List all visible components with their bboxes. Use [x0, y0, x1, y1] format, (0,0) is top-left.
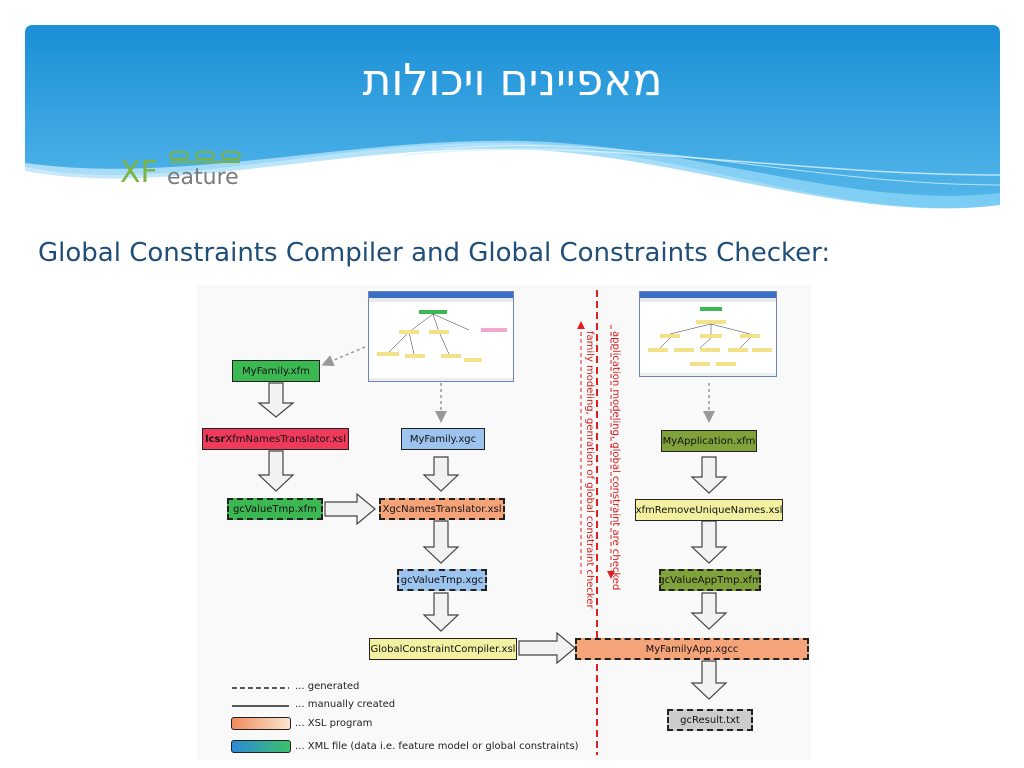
arrow-down-5: [422, 592, 460, 632]
arrow-down-6: [690, 456, 728, 494]
gcvaluetmp-xgc-node: gcValueTmp.xgc: [397, 569, 487, 591]
feature-model-screenshot-left: [368, 291, 514, 382]
myfamilyapp-xgcc-node: MyFamilyApp.xgcc: [575, 638, 809, 660]
title-banner: [25, 25, 1000, 215]
gcresult-node: gcResult.txt: [667, 709, 753, 731]
gcvalueapptmp-node: gcValueAppTmp.xfm: [659, 569, 761, 591]
feature-model-screenshot-right: [639, 291, 777, 377]
arrow-down-7: [690, 520, 728, 564]
myfamily-xgc-node: MyFamily.xgc: [401, 428, 485, 450]
arrow-right-2: [518, 631, 576, 665]
legend-xsl-swatch: [231, 717, 291, 730]
legend-xsl-label: ... XSL program: [295, 718, 373, 729]
slide-subtitle: Global Constraints Compiler and Global C…: [38, 238, 831, 268]
arrow-down-4: [422, 520, 460, 564]
lcsr-prefix: lcsr: [205, 433, 226, 445]
xgcnamestranslator-node: XgcNamesTranslator.xsl: [379, 498, 505, 520]
logo-xf: XF: [120, 155, 158, 188]
legend-generated-label: ... generated: [295, 681, 360, 692]
arrow-down-3: [422, 456, 460, 492]
legend-xml-swatch: [231, 740, 291, 753]
slide-title: מאפיינים ויכולות: [362, 55, 663, 106]
gcvaluetmp-xfm-node: gcValueTmp.xfm: [227, 498, 323, 520]
legend-xml-label: ... XML file (data i.e. feature model or…: [295, 741, 579, 752]
diagram-connectors: [232, 290, 728, 755]
myfamily-xfm-node: MyFamily.xfm: [232, 360, 320, 382]
arrow-down-8: [690, 592, 728, 630]
arrow-down-9: [690, 660, 728, 700]
lcsr-name: XfmNamesTranslator.xsl: [225, 433, 346, 445]
legend-manual-label: ... manually created: [295, 699, 396, 710]
myapplication-xfm-node: MyApplication.xfm: [661, 430, 757, 452]
globalconstraintcompiler-node: GlobalConstraintCompiler.xsl: [369, 638, 517, 660]
arrow-down-1: [257, 382, 295, 418]
logo-eature: eature: [167, 165, 239, 188]
xfeature-logo: XF eature: [120, 151, 241, 188]
arrow-right-1: [324, 492, 376, 526]
family-modeling-label: family modeling, genration of global con…: [584, 331, 595, 609]
arrow-down-2: [257, 450, 295, 492]
xfmremoveuniquenames-node: xfmRemoveUniqueNames.xsl: [635, 499, 783, 521]
application-modeling-label: application modeling, global constraint …: [610, 331, 621, 591]
